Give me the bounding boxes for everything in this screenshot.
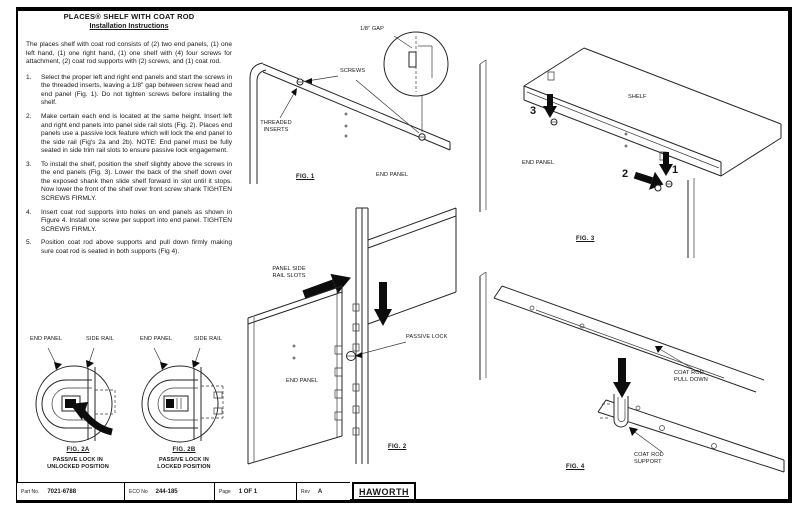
fig2-end-panel-label: END PANEL bbox=[286, 378, 319, 384]
fig1-screws-label: SCREWS bbox=[340, 68, 366, 74]
fig2a-caption: FIG. 2A bbox=[66, 447, 90, 453]
haworth-logo: HAWORTH bbox=[352, 482, 416, 501]
figure-2b: END PANEL SIDE RAIL FIG. 2B PASSIVE LOCK… bbox=[134, 336, 234, 478]
page-subtitle: Installation Instructions bbox=[89, 23, 169, 30]
fig2a-side-rail-label: SIDE RAIL bbox=[86, 336, 114, 342]
down-arrow-icon bbox=[374, 282, 392, 326]
fig2a-end-panel-label: END PANEL bbox=[30, 336, 63, 342]
step-number: 5. bbox=[26, 239, 32, 247]
passive-lock-screw-icon bbox=[347, 352, 356, 361]
footer-page-cell: Page 1 OF 1 bbox=[214, 482, 296, 501]
page-value: 1 OF 1 bbox=[238, 488, 258, 495]
instructions-column: PLACES® SHELF WITH COAT ROD Installation… bbox=[26, 12, 232, 334]
step-number: 3. bbox=[26, 160, 32, 168]
figure-4: COAT ROD PULL DOWN COAT ROD SUPPORT FIG.… bbox=[466, 258, 792, 480]
part-no-value: 7021-6788 bbox=[47, 488, 77, 495]
step-list: 1. Select the proper left and right end … bbox=[26, 74, 232, 257]
figure-2: PANEL SIDE RAIL SLOTS PASSIVE LOCK END P… bbox=[236, 196, 463, 468]
step-number: 4. bbox=[26, 208, 32, 216]
fig2-line-art bbox=[236, 196, 463, 468]
step-text: Make certain each end is located at the … bbox=[41, 112, 232, 155]
fig2b-caption: FIG. 2B bbox=[172, 447, 196, 453]
fig3-line-art bbox=[466, 12, 792, 260]
screw-down-arrow-icon bbox=[543, 94, 557, 125]
fig4-pull-down-label: COAT ROD PULL DOWN bbox=[674, 370, 708, 383]
page-label: Page bbox=[219, 488, 231, 495]
title-block-footer: Part No. 7021-6788 ECO No 244-185 Page 1… bbox=[16, 482, 416, 501]
footer-eco-cell: ECO No 244-185 bbox=[124, 482, 214, 501]
fig2b-subcaption: PASSIVE LOCK IN LOCKED POSITION bbox=[157, 457, 211, 470]
screw-icon bbox=[297, 79, 303, 85]
step-4: 4. Insert coat rod supports into holes o… bbox=[26, 209, 232, 235]
fig3-shelf-label: SHELF bbox=[628, 94, 647, 100]
fig1-line-art bbox=[236, 12, 463, 195]
fig3-step-number-2: 2 bbox=[622, 168, 629, 180]
step-text: To install the shelf, position the shelf… bbox=[41, 160, 232, 202]
figure-1: THREADED INSERTS SCREWS 1/8" GAP END PAN… bbox=[236, 12, 463, 195]
step-3: 3. To install the shelf, position the sh… bbox=[26, 161, 232, 204]
step-number: 1. bbox=[26, 73, 32, 81]
fig2a-subcaption: PASSIVE LOCK IN UNLOCKED POSITION bbox=[47, 457, 109, 470]
coat-rod-support-icon bbox=[600, 394, 640, 427]
step-number: 2. bbox=[26, 112, 32, 120]
page-title: PLACES® SHELF WITH COAT ROD bbox=[63, 12, 195, 21]
haworth-logo-text: HAWORTH bbox=[359, 486, 409, 497]
figure-2a: END PANEL SIDE RAIL FIG. 2A PASSIVE LOCK… bbox=[28, 336, 128, 478]
passive-lock-icon bbox=[164, 396, 188, 411]
gap-detail-circle bbox=[384, 32, 448, 96]
fig1-end-panel-label: END PANEL bbox=[376, 172, 409, 178]
fig2-caption: FIG. 2 bbox=[388, 444, 407, 450]
step-text: Select the proper left and right end pan… bbox=[41, 73, 232, 107]
rotate-arrow-icon bbox=[70, 402, 112, 432]
fig2-rail-slots-label: PANEL SIDE RAIL SLOTS bbox=[272, 266, 306, 279]
eco-no-value: 244-185 bbox=[155, 488, 178, 495]
step-text: Insert coat rod supports into holes on e… bbox=[41, 208, 232, 233]
step-text: Position coat rod above supports and pul… bbox=[41, 239, 232, 255]
fig3-step-number-3: 3 bbox=[530, 105, 537, 117]
pull-down-arrow-icon bbox=[613, 358, 631, 398]
footer-part-no-cell: Part No. 7021-6788 bbox=[16, 482, 124, 501]
step-2: 2. Make certain each end is located at t… bbox=[26, 113, 232, 156]
rev-value: A bbox=[317, 488, 323, 495]
footer-rev-cell: Rev A bbox=[296, 482, 350, 501]
fig4-support-label: COAT ROD SUPPORT bbox=[634, 452, 664, 465]
fig4-line-art bbox=[466, 258, 792, 480]
rev-label: Rev bbox=[301, 488, 310, 495]
fig3-step-number-1: 1 bbox=[672, 164, 679, 176]
fig3-caption: FIG. 3 bbox=[576, 236, 595, 242]
eco-no-label: ECO No bbox=[129, 488, 148, 495]
fig1-threaded-inserts-label: THREADED INSERTS bbox=[260, 120, 292, 133]
fig2b-line-art bbox=[134, 336, 234, 478]
figure-3: SHELF END PANEL 3 2 1 FIG. 3 bbox=[466, 12, 792, 260]
fig2b-side-rail-label: SIDE RAIL bbox=[194, 336, 222, 342]
step-5: 5. Position coat rod above supports and … bbox=[26, 239, 232, 256]
screw-icon bbox=[419, 134, 425, 140]
fig1-gap-label: 1/8" GAP bbox=[360, 26, 384, 32]
insert-direction-arrow-icon bbox=[302, 273, 351, 299]
step-1: 1. Select the proper left and right end … bbox=[26, 74, 232, 108]
fig3-end-panel-label: END PANEL bbox=[522, 160, 555, 166]
screw-down-arrow-icon bbox=[655, 152, 673, 191]
fig2-passive-lock-label: PASSIVE LOCK bbox=[406, 334, 448, 340]
fig2b-end-panel-label: END PANEL bbox=[140, 336, 173, 342]
intro-paragraph: The places shelf with coat rod consists … bbox=[26, 41, 232, 66]
fig2a-line-art bbox=[28, 336, 128, 478]
fig4-caption: FIG. 4 bbox=[566, 464, 585, 470]
fig1-caption: FIG. 1 bbox=[296, 174, 315, 180]
part-no-label: Part No. bbox=[21, 488, 40, 495]
